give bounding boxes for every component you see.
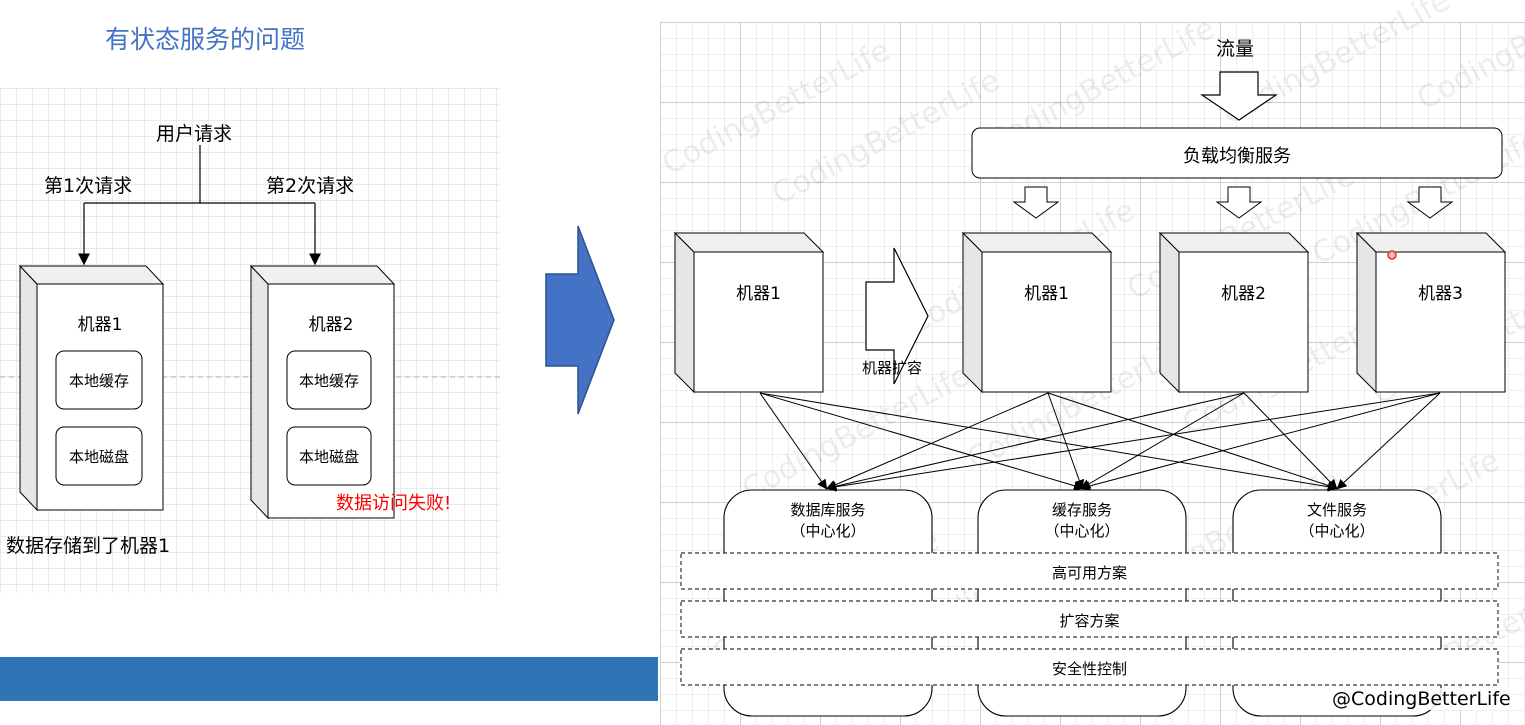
new-machine-1-box <box>961 231 1113 394</box>
request1-label: 第1次请求 <box>44 175 133 197</box>
fail-note: 数据访问失败! <box>336 493 452 514</box>
scale-label: 机器扩容 <box>862 359 923 377</box>
lb-arrow-3 <box>1406 186 1454 219</box>
machine1-box <box>18 264 165 512</box>
cache-service-label: 缓存服务 <box>1051 501 1112 519</box>
old-machine-label: 机器1 <box>736 284 781 304</box>
file-service-label: 文件服务 <box>1306 501 1367 519</box>
file-service-sub: （中心化） <box>1299 522 1375 540</box>
request2-label: 第2次请求 <box>266 175 355 197</box>
left-diagram <box>0 145 500 520</box>
new-machine-3-box <box>1355 231 1507 394</box>
machine1-disk: 本地磁盘 <box>68 448 129 466</box>
band-security <box>680 648 1499 686</box>
machine1-cache: 本地缓存 <box>68 372 129 390</box>
credit-label: @CodingBetterLife <box>1330 688 1513 710</box>
transition-arrow <box>545 225 615 415</box>
machine2-disk: 本地磁盘 <box>298 448 359 466</box>
db-service-sub: （中心化） <box>790 522 866 540</box>
lb-arrow-2 <box>1215 186 1263 219</box>
user-request-label: 用户请求 <box>156 123 233 145</box>
db-service-label: 数据库服务 <box>790 501 866 519</box>
cursor-dot <box>1387 250 1397 260</box>
band-high-availability-label: 高可用方案 <box>1051 564 1127 582</box>
cache-service-sub: （中心化） <box>1044 522 1120 540</box>
band-scaling <box>680 600 1499 638</box>
load-balancer-label: 负载均衡服务 <box>1183 146 1291 167</box>
new-machine-2-box <box>1158 231 1310 394</box>
left-title: 有状态服务的问题 <box>105 25 306 54</box>
traffic-arrow <box>1200 71 1278 121</box>
new-machine-2-label: 机器2 <box>1221 284 1266 304</box>
load-balancer-box <box>971 127 1503 179</box>
new-machine-3-label: 机器3 <box>1418 284 1463 304</box>
stored-note: 数据存储到了机器1 <box>6 535 171 557</box>
band-high-availability <box>680 552 1499 590</box>
lb-arrow-1 <box>1012 186 1060 219</box>
machine2-box <box>249 264 396 520</box>
connection-lines <box>759 392 1441 492</box>
machine2-label: 机器2 <box>308 315 354 335</box>
new-machine-1-label: 机器1 <box>1024 284 1069 304</box>
bottom-blue-bar <box>0 657 658 701</box>
machine1-label: 机器1 <box>77 315 123 335</box>
band-security-label: 安全性控制 <box>1051 660 1127 678</box>
scale-arrow <box>865 247 929 385</box>
traffic-label: 流量 <box>1216 38 1255 60</box>
right-diagram <box>673 71 1507 717</box>
machine2-cache: 本地缓存 <box>298 372 359 390</box>
old-machine-box <box>673 231 825 394</box>
band-scaling-label: 扩容方案 <box>1059 612 1120 630</box>
